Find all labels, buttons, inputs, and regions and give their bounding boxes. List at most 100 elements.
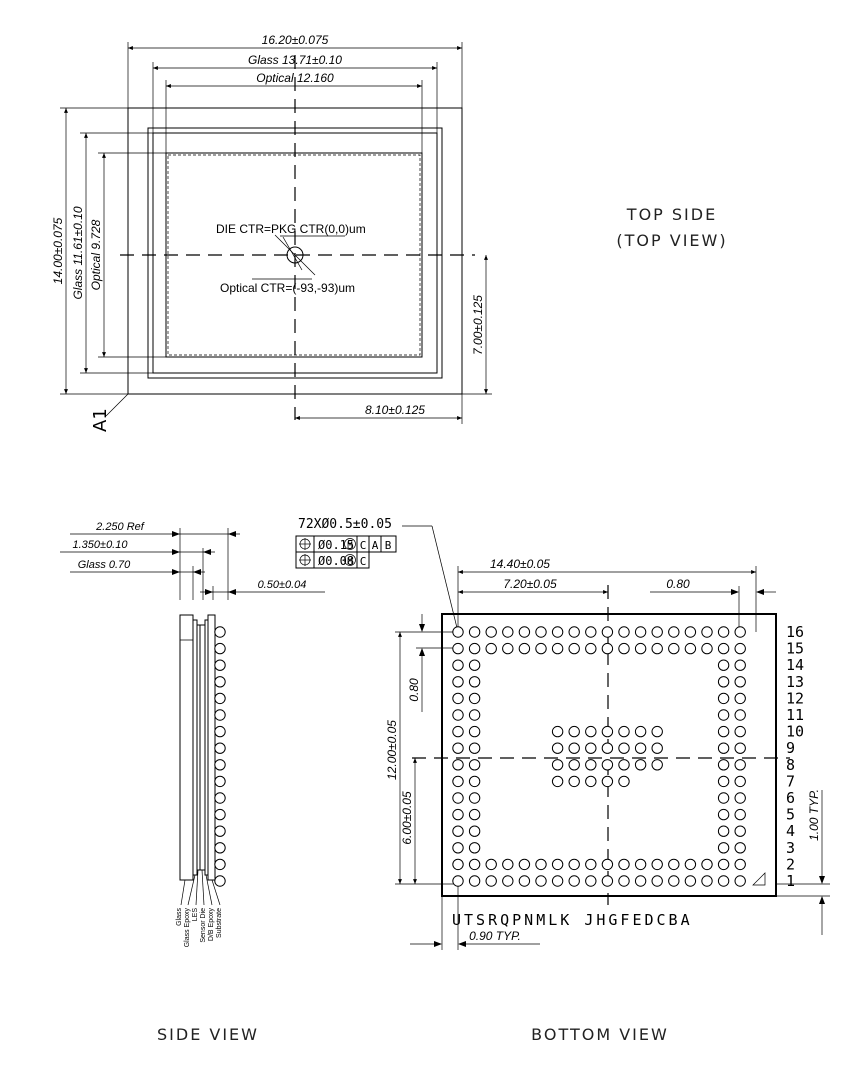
solder-ball	[468, 842, 481, 854]
solder-ball	[651, 759, 663, 771]
solder-ball	[618, 875, 630, 887]
feature-control-frame-1: Ø0.15 M C A B	[295, 535, 397, 553]
side-solder-ball	[214, 709, 226, 721]
row-label: 5	[786, 806, 795, 824]
solder-ball	[601, 725, 614, 738]
side-solder-balls	[214, 626, 226, 887]
solder-ball	[634, 759, 647, 771]
solder-ball	[452, 709, 464, 721]
solder-ball	[717, 692, 730, 705]
solder-ball	[717, 642, 730, 655]
side-solder-ball	[214, 775, 226, 788]
solder-ball	[717, 709, 730, 721]
side-solder-ball	[214, 692, 226, 705]
layer-label: Substrate	[216, 908, 223, 938]
solder-ball	[601, 642, 614, 655]
solder-ball	[468, 775, 481, 788]
solder-ball	[468, 808, 481, 821]
row-label: 4	[786, 822, 795, 840]
solder-ball	[734, 709, 746, 721]
solder-ball	[485, 626, 497, 638]
row-label: 9	[786, 739, 795, 757]
solder-ball	[468, 659, 481, 671]
solder-ball	[601, 759, 614, 771]
row-label: 7	[786, 772, 795, 790]
solder-ball	[518, 642, 531, 655]
side-solder-ball	[214, 742, 226, 754]
solder-ball	[734, 692, 746, 705]
solder-ball	[618, 858, 630, 871]
solder-ball	[485, 858, 497, 871]
top-view-title-1: TOP SIDE	[626, 205, 717, 224]
solder-ball	[601, 626, 614, 638]
solder-ball	[668, 858, 680, 871]
tol1-ref-a: A	[372, 539, 379, 552]
side-solder-ball	[214, 659, 226, 671]
dim-half-height: 6.00±0.05	[400, 791, 414, 845]
solder-ball	[618, 775, 630, 788]
solder-ball	[618, 642, 630, 655]
solder-ball	[468, 725, 481, 738]
solder-ball	[651, 742, 663, 754]
solder-ball	[684, 875, 697, 887]
solder-ball	[568, 759, 580, 771]
solder-ball	[734, 825, 746, 837]
side-solder-ball	[214, 792, 226, 804]
solder-ball	[535, 642, 547, 655]
glass-layer	[179, 614, 194, 881]
side-solder-ball	[214, 825, 226, 837]
layer-label: Sensor Die	[200, 908, 207, 943]
solder-ball	[551, 742, 564, 754]
solder-ball	[684, 626, 697, 638]
solder-ball	[717, 875, 730, 887]
solder-ball	[734, 642, 746, 655]
dim-glass-width: Glass 13.71±0.10	[248, 53, 342, 67]
tol2-mod: M	[347, 557, 353, 567]
solder-ball	[468, 676, 481, 688]
solder-ball	[585, 759, 597, 771]
solder-ball	[568, 642, 580, 655]
solder-ball	[734, 842, 746, 854]
solder-ball	[452, 725, 464, 738]
dim-pitch-x: 0.80	[666, 577, 690, 591]
solder-ball	[601, 775, 614, 788]
solder-ball	[634, 875, 647, 887]
side-solder-ball	[214, 875, 226, 887]
solder-ball	[452, 825, 464, 837]
layer-label: D/B Epoxy	[208, 908, 215, 942]
die-center-label: DIE CTR=PKG CTR(0,0)um	[216, 222, 366, 236]
side-solder-ball	[214, 626, 226, 638]
side-solder-ball	[214, 759, 226, 771]
a1-corner-mark	[752, 872, 766, 886]
solder-ball	[668, 642, 680, 655]
dim-center-x: 8.10±0.125	[365, 403, 425, 417]
solder-ball	[551, 759, 564, 771]
solder-ball	[634, 742, 647, 754]
solder-ball	[668, 626, 680, 638]
solder-ball	[468, 858, 481, 871]
substrate-outline	[441, 613, 777, 897]
solder-ball	[452, 692, 464, 705]
solder-ball	[585, 642, 597, 655]
solder-ball	[585, 725, 597, 738]
solder-ball	[684, 642, 697, 655]
solder-ball	[452, 642, 464, 655]
solder-ball	[618, 725, 630, 738]
solder-ball	[485, 875, 497, 887]
row-label: 12	[786, 689, 804, 707]
solder-ball	[502, 642, 514, 655]
solder-ball	[634, 626, 647, 638]
row-label: 6	[786, 789, 795, 807]
layer-label: Glass	[176, 908, 183, 926]
solder-ball	[551, 875, 564, 887]
row-label: 16	[786, 623, 804, 641]
solder-ball	[734, 742, 746, 754]
optical-area-dashed	[167, 154, 421, 356]
solder-ball	[717, 659, 730, 671]
solder-ball	[601, 875, 614, 887]
solder-ball	[452, 775, 464, 788]
dim-array-height: 12.00±0.05	[385, 720, 399, 780]
solder-ball	[701, 642, 713, 655]
top-view: 16.20±0.075 Glass 13.71±0.10 Optical 12.…	[51, 33, 726, 432]
